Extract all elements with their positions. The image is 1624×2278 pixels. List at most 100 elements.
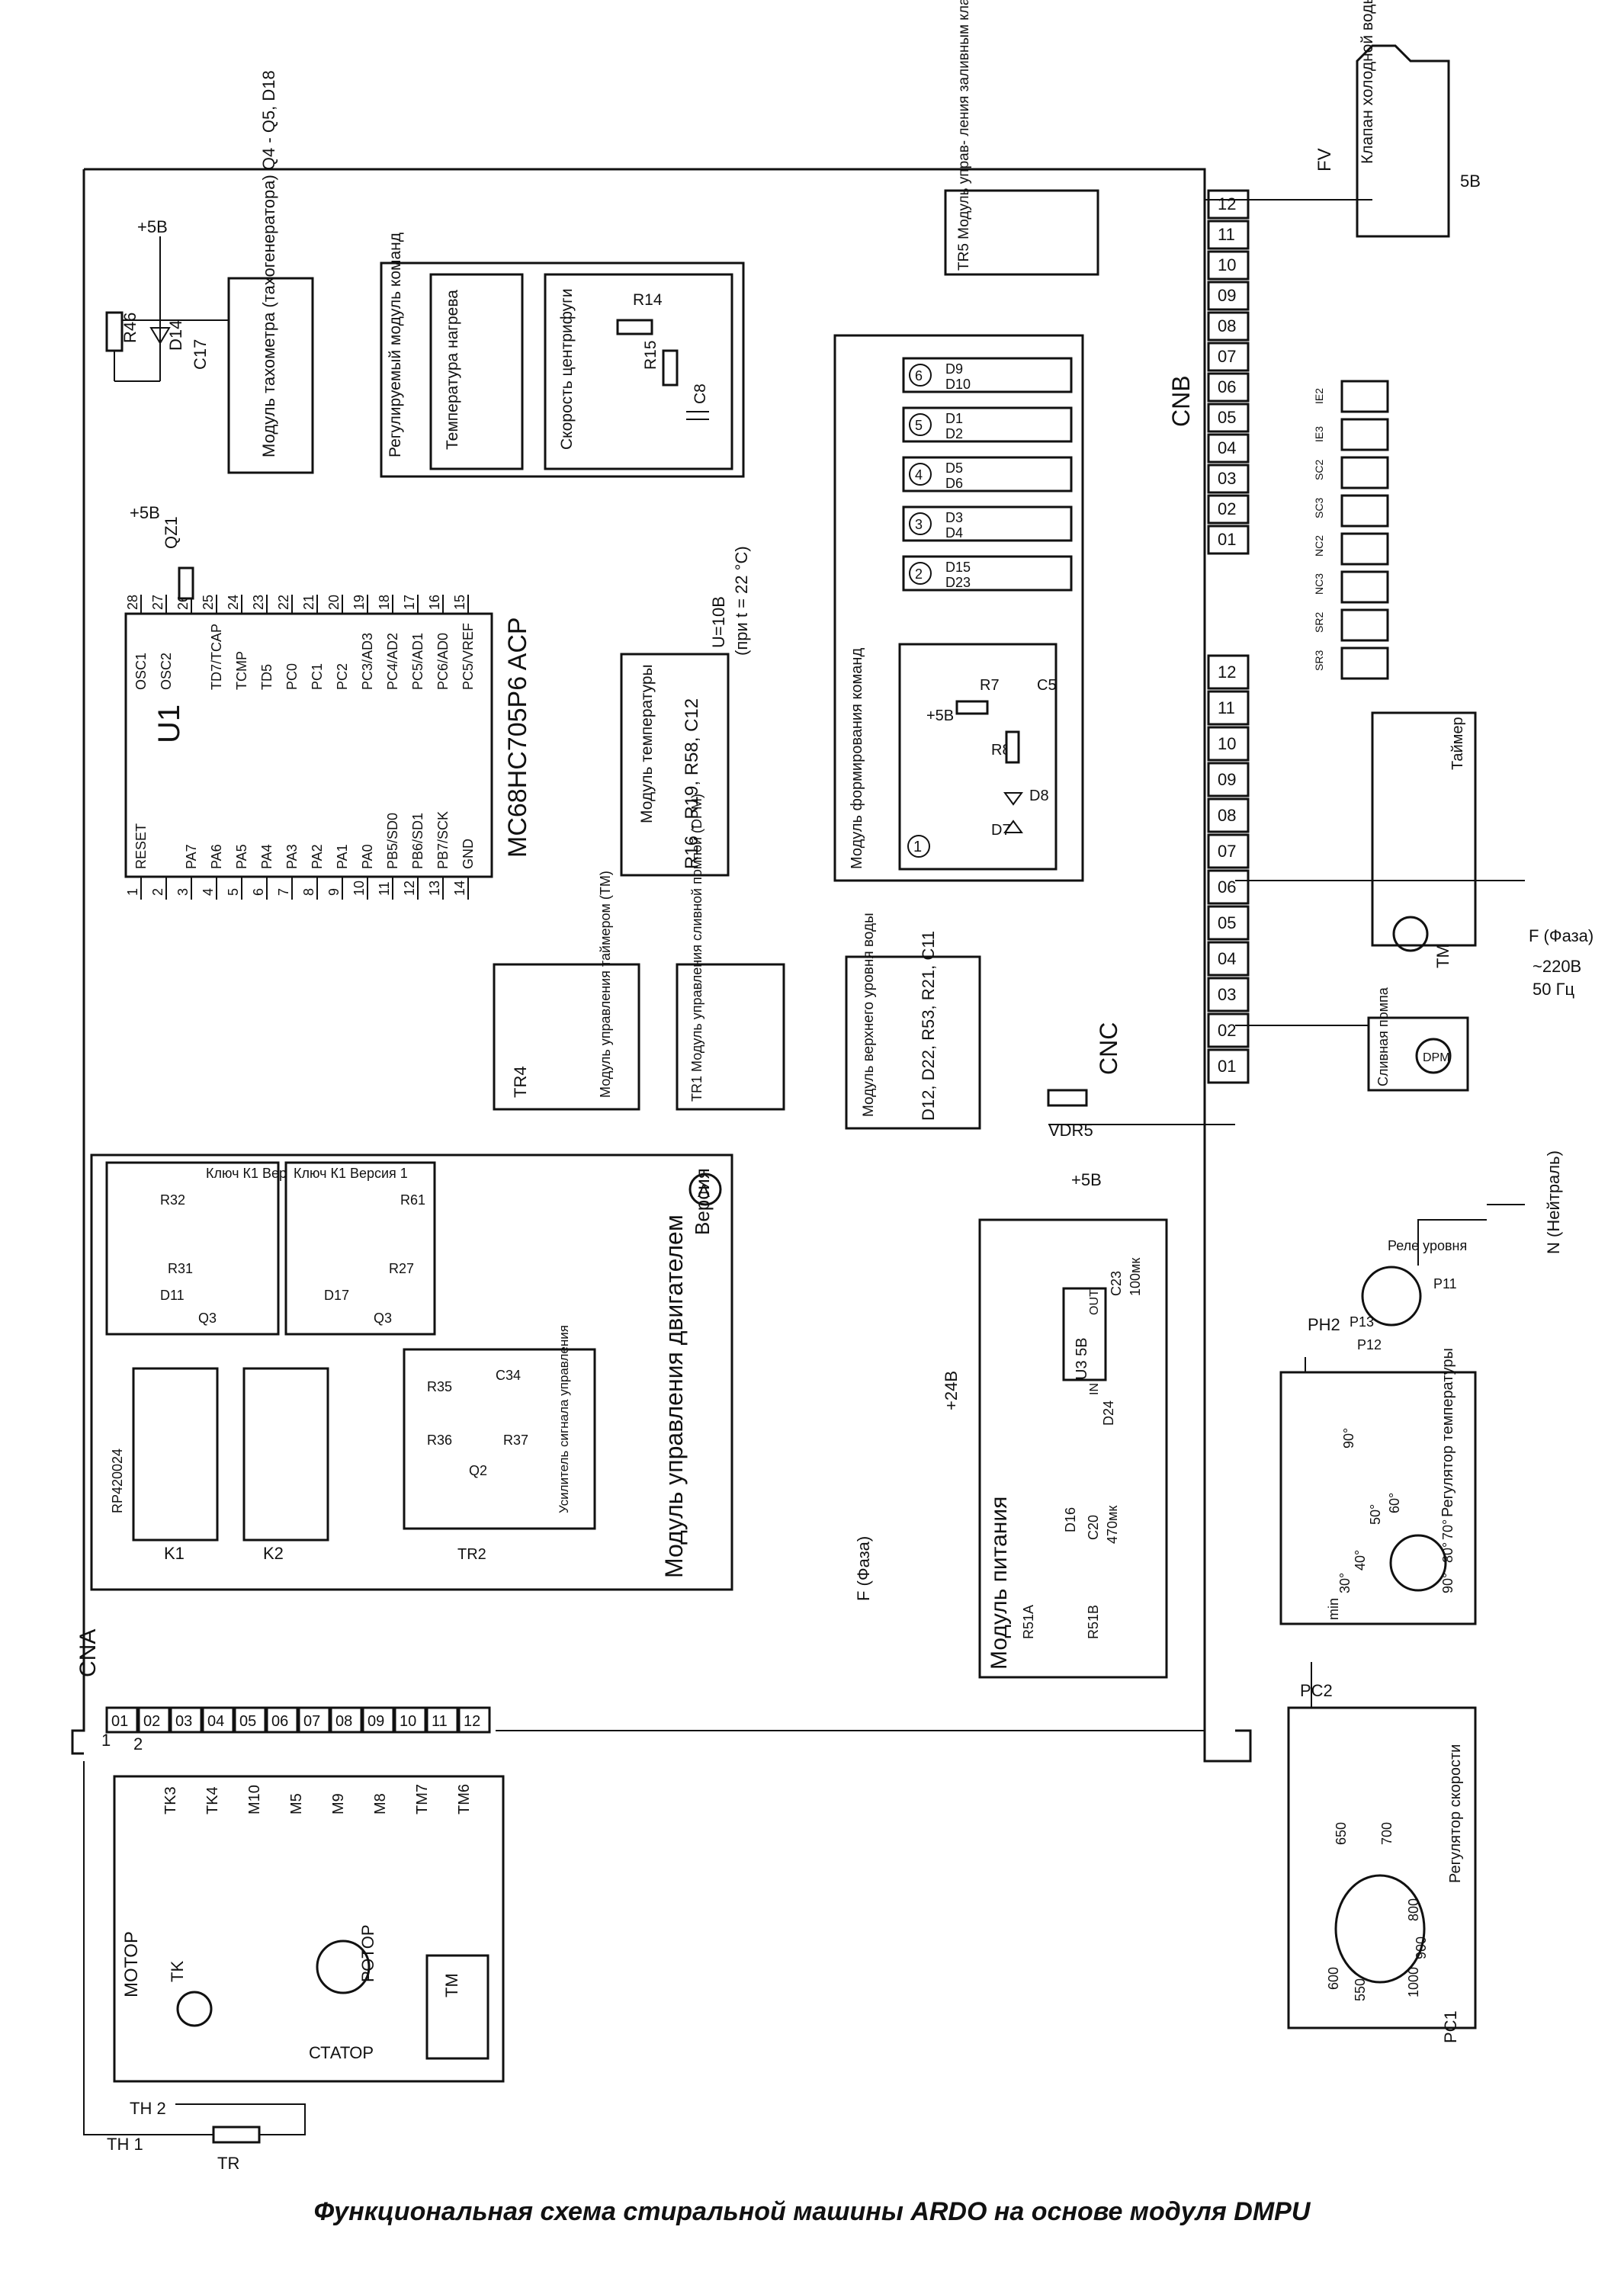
speed-mark: 900	[1414, 1936, 1429, 1959]
mcu-left-pin-number: 25	[201, 595, 216, 610]
mcu-right-pin-name: PA6	[209, 844, 224, 869]
tacho-module-label: Модуль тахометра (тахогенератора) Q4 - Q…	[259, 70, 278, 457]
mcu-right-pin-name: PA1	[335, 844, 350, 869]
r46-label: R46	[120, 313, 140, 343]
temp-mark: 90°	[1440, 1573, 1456, 1593]
dpm-module-label: TR1 Модуль управления сливной помпой (DP…	[689, 794, 704, 1102]
switch-label: NC2	[1313, 535, 1325, 557]
mcu-right-pin-name: GND	[461, 839, 476, 869]
cna-pin-number: 03	[175, 1713, 192, 1730]
d24-label: D24	[1101, 1400, 1116, 1426]
mcu-right-pin-number: 3	[175, 888, 191, 896]
mcu-right-pin-name: PA7	[184, 844, 199, 869]
cnc-pin	[1207, 726, 1250, 762]
switch-symbol	[1340, 494, 1389, 528]
mcu-right-pin-number: 6	[251, 888, 266, 896]
mcu-left-pin-number: 19	[351, 595, 367, 610]
out-label: OUT	[1088, 1289, 1101, 1315]
cnb-pin	[1207, 464, 1250, 494]
drain-pump-label: Сливная помпа	[1375, 987, 1391, 1086]
prog-module-label: Регулируемый модуль команд	[387, 233, 404, 457]
cnc-pin	[1207, 941, 1250, 977]
speed-mark: 800	[1406, 1898, 1421, 1921]
motor-terminal-label: TK3	[162, 1786, 179, 1814]
cna-pin	[265, 1706, 299, 1734]
mcu-left-pin-name: PC1	[310, 663, 325, 690]
cnc-pin	[1207, 762, 1250, 797]
diode-label-a: D1	[945, 411, 963, 426]
speed-mark: 650	[1334, 1822, 1349, 1845]
mcu-left-pin-name: PC6/AD0	[435, 633, 451, 690]
qz1-label: QZ1	[162, 516, 181, 549]
cnc-pin-number: 03	[1218, 985, 1236, 1004]
r27-label: R27	[389, 1261, 414, 1276]
cnc-label: CNC	[1095, 1022, 1122, 1075]
diode-label-a: D5	[945, 460, 963, 476]
mcu-part-number: MC68HC705P6 ACP	[503, 617, 532, 858]
u3-label: U3 5В	[1074, 1337, 1090, 1380]
cna-pin	[329, 1706, 363, 1734]
version-circle-label: A	[698, 1181, 710, 1202]
speed-regulator-label: Регулятор скорости	[1447, 1744, 1464, 1883]
cnb-pin	[1207, 433, 1250, 464]
phase-f-label: F (Фаза)	[854, 1536, 873, 1601]
tr5-module-label: TR5 Модуль управ- ления заливным клапано…	[956, 0, 972, 271]
r35-label: R35	[427, 1379, 452, 1394]
temp-module-parts: R16 - R19, R58, C12	[682, 698, 702, 869]
temp-mark: min	[1326, 1598, 1341, 1620]
c5-label: C5	[1037, 677, 1057, 694]
mcu-right-pin-name: PB6/SD1	[410, 813, 425, 869]
motor-terminal-label: TM7	[414, 1784, 431, 1814]
supply-5v-label-1: +5В	[137, 217, 168, 236]
mcu-left-pin-number: 18	[377, 595, 392, 610]
mcu-right-pin-number: 10	[351, 881, 367, 896]
cnc-pin	[1207, 977, 1250, 1012]
cnc-pin-number: 02	[1218, 1021, 1236, 1040]
cna-pin	[169, 1706, 203, 1734]
speed-mark: 600	[1326, 1967, 1341, 1990]
cnb-pin	[1207, 189, 1250, 220]
th2-label: TH 2	[130, 2099, 166, 2118]
temp-mark: 40°	[1353, 1550, 1368, 1571]
diode-block	[902, 555, 1073, 592]
tm-module-label: Модуль управления таймером (TM)	[598, 871, 613, 1098]
diode-number: 6	[915, 368, 923, 383]
mcu-right-pin-number: 14	[452, 881, 467, 896]
mcu-left-pin-name: PC0	[284, 663, 300, 690]
cna-pin	[425, 1706, 459, 1734]
q3-label-1: Q3	[198, 1311, 217, 1326]
cnb-pin	[1207, 525, 1250, 555]
r7-label: R7	[980, 677, 1000, 694]
mcu-left-pin-name: TD5	[259, 664, 274, 690]
cnc-pin	[1207, 833, 1250, 869]
phase-in-label: F (Фаза)	[1529, 926, 1594, 945]
d8-label: D8	[1029, 788, 1049, 804]
cnc-pin-number: 01	[1218, 1057, 1236, 1076]
c23-value: 100мк	[1128, 1258, 1143, 1296]
diode-block	[902, 456, 1073, 492]
u-ref-cond-label: (при t = 22 °C)	[732, 546, 751, 656]
switch-label: SC3	[1313, 498, 1325, 518]
cnc-pin-number: 04	[1218, 949, 1236, 968]
cnc-pin	[1207, 797, 1250, 833]
mcu-right-pin-name: PA2	[310, 844, 325, 869]
mcu-left-pin-number: 20	[326, 595, 342, 610]
cna-pin-number: 09	[367, 1713, 384, 1730]
cnc-pin-number: 12	[1218, 663, 1236, 682]
motor-terminal-label: M9	[330, 1793, 347, 1814]
mcu-left-pin-name: PC2	[335, 663, 350, 690]
motor-ctrl-label: Модуль управления двигателем	[660, 1214, 688, 1578]
r32-label: R32	[160, 1192, 185, 1208]
diode-block	[902, 406, 1073, 443]
mcu-right-pin-name: PA0	[360, 844, 375, 869]
r15-label: R15	[642, 340, 660, 370]
cnb-pin-number: 06	[1218, 377, 1236, 396]
motor-tm-label: TM	[442, 1973, 461, 1997]
cnc-pin-number: 08	[1218, 806, 1236, 825]
cmd-module-label: Модуль формирования команд	[849, 648, 865, 869]
cna-pin-number: 05	[239, 1713, 256, 1730]
